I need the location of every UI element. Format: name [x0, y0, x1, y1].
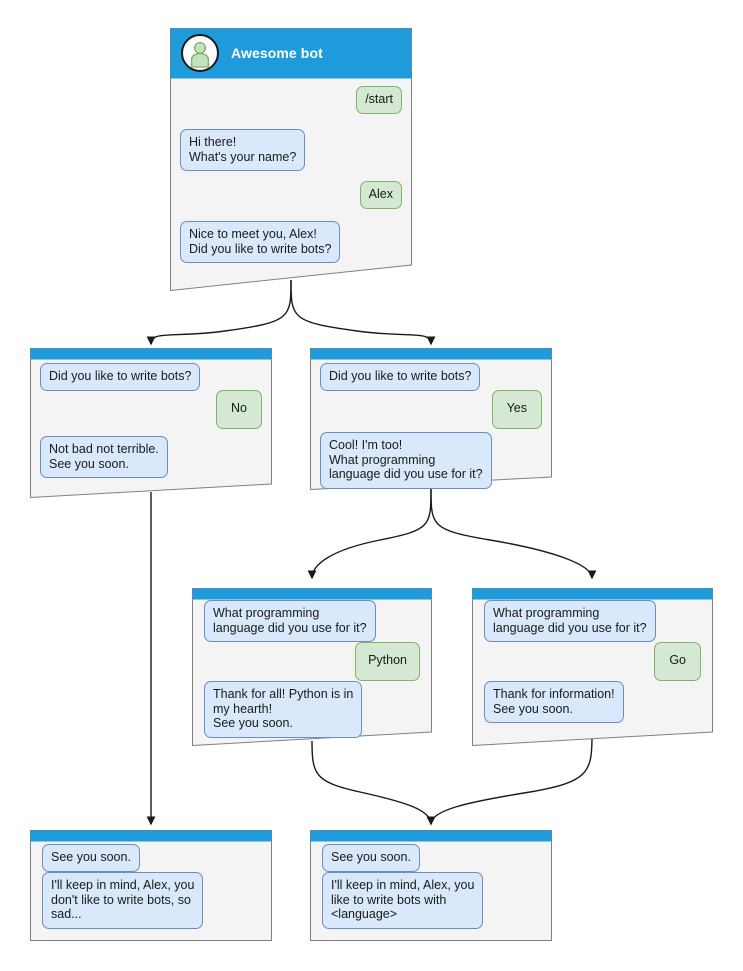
bot-message-bubble: What programming language did you use fo… — [204, 600, 376, 642]
bot-message-bubble: I'll keep in mind, Alex, you like to wri… — [322, 872, 484, 929]
card-end-no-body: See you soon. I'll keep in mind, Alex, y… — [30, 830, 272, 941]
bot-message-bubble: Did you like to write bots? — [320, 363, 481, 391]
message-row: Did you like to write bots? — [30, 363, 272, 391]
user-message-bubble: Go — [654, 642, 701, 681]
message-row: Thank for all! Python is in my hearth! S… — [192, 681, 432, 738]
message-row: /start — [170, 86, 412, 114]
edge-go-to-end-yes — [426, 734, 593, 826]
message-row: Nice to meet you, Alex! Did you like to … — [170, 221, 412, 263]
bot-message-bubble: What programming language did you use fo… — [484, 600, 656, 642]
user-avatar-icon — [181, 34, 219, 72]
card-answer-python-body: What programming language did you use fo… — [192, 588, 432, 746]
user-message-bubble: No — [216, 390, 262, 429]
message-row: Hi there! What's your name? — [170, 129, 412, 171]
card-start-title: Awesome bot — [231, 45, 323, 61]
edge-python-to-end-yes — [311, 740, 436, 826]
user-message-bubble: Alex — [359, 181, 402, 209]
message-row: I'll keep in mind, Alex, you don't like … — [30, 872, 272, 929]
message-row: Cool! I'm too! What programming language… — [310, 432, 552, 489]
message-row: See you soon. — [30, 844, 272, 872]
card-answer-no-body: Did you like to write bots? No Not bad n… — [30, 348, 272, 498]
card-answer-go-body: What programming language did you use fo… — [472, 588, 713, 746]
card-end-yes-body: See you soon. I'll keep in mind, Alex, y… — [310, 830, 552, 941]
message-row: Thank for information! See you soon. — [472, 681, 713, 723]
card-answer-yes[interactable]: Did you like to write bots? Yes Cool! I'… — [310, 348, 552, 490]
card-answer-python[interactable]: What programming language did you use fo… — [192, 588, 432, 746]
card-end-no[interactable]: See you soon. I'll keep in mind, Alex, y… — [30, 830, 272, 941]
bot-message-bubble: See you soon. — [42, 844, 140, 872]
bot-message-bubble: Did you like to write bots? — [40, 363, 201, 391]
message-row: No — [30, 390, 272, 429]
bot-message-bubble: I'll keep in mind, Alex, you don't like … — [42, 872, 204, 929]
card-answer-no[interactable]: Did you like to write bots? No Not bad n… — [30, 348, 272, 498]
bot-message-bubble: See you soon. — [322, 844, 420, 872]
bot-message-bubble: Thank for all! Python is in my hearth! S… — [204, 681, 363, 738]
user-message-bubble: /start — [356, 86, 402, 114]
message-row: See you soon. — [310, 844, 552, 872]
card-start-body: Awesome bot /start Hi there! What's your… — [170, 28, 412, 291]
bot-message-bubble: Nice to meet you, Alex! Did you like to … — [180, 221, 341, 263]
bot-message-bubble: Cool! I'm too! What programming language… — [320, 432, 492, 489]
message-row: What programming language did you use fo… — [192, 600, 432, 642]
message-row: What programming language did you use fo… — [472, 600, 713, 642]
card-start-header: Awesome bot — [170, 28, 412, 78]
message-row: Yes — [310, 390, 552, 429]
message-row: Python — [192, 642, 432, 681]
message-row: I'll keep in mind, Alex, you like to wri… — [310, 872, 552, 929]
message-row: Did you like to write bots? — [310, 363, 552, 391]
card-answer-go[interactable]: What programming language did you use fo… — [472, 588, 713, 746]
message-row: Alex — [170, 181, 412, 209]
card-start[interactable]: Awesome bot /start Hi there! What's your… — [170, 28, 412, 291]
bot-message-bubble: Not bad not terrible. See you soon. — [40, 436, 168, 478]
message-row: Not bad not terrible. See you soon. — [30, 436, 272, 478]
edge-yes-to-python — [307, 487, 432, 580]
message-row: Go — [472, 642, 713, 681]
bot-message-bubble: Hi there! What's your name? — [180, 129, 306, 171]
bot-message-bubble: Thank for information! See you soon. — [484, 681, 624, 723]
edge-yes-to-go — [430, 487, 597, 580]
card-end-yes[interactable]: See you soon. I'll keep in mind, Alex, y… — [310, 830, 552, 941]
user-message-bubble: Python — [355, 642, 420, 681]
user-message-bubble: Yes — [491, 390, 542, 429]
card-answer-yes-body: Did you like to write bots? Yes Cool! I'… — [310, 348, 552, 490]
